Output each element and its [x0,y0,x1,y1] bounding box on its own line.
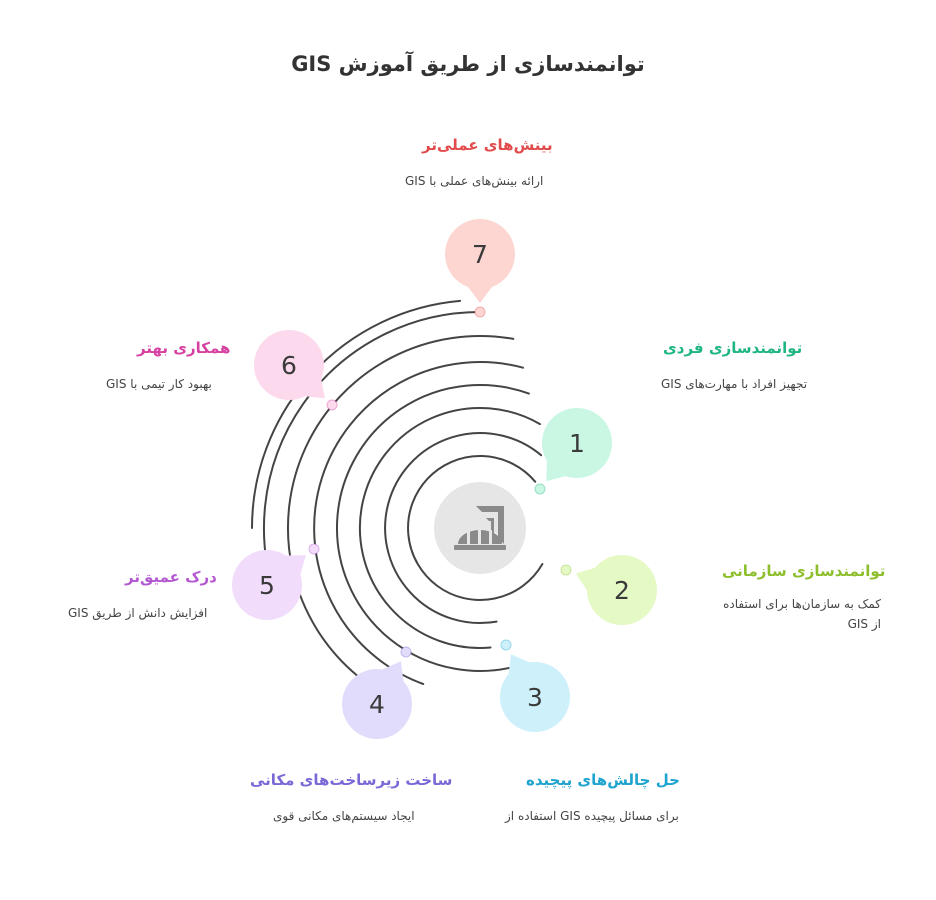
step-7-marker: 7 [445,219,515,303]
step-6-marker-circle [254,330,324,400]
step-1-number: 1 [569,429,585,458]
step-4-connector-dot [400,646,412,658]
step-5-title: درک عمیق‌تر [125,568,217,586]
step-3-number: 3 [527,683,543,712]
step-3-marker-circle [500,662,570,732]
step-6-marker: 6 [254,330,325,400]
step-3-marker-tail [508,654,530,675]
step-2-connector-dot [560,564,572,576]
step-4-marker-circle [342,669,412,739]
spiral-ring-7 [262,311,481,603]
step-4-description: ایجاد سیستم‌های مکانی قوی [273,809,415,823]
step-4-marker-tail [382,661,404,682]
step-3-title: حل چالش‌های پیچیده [526,771,680,789]
step-5-marker-circle [232,550,302,620]
step-2-marker-tail [575,567,596,591]
step-1-description: تجهیز افراد با مهارت‌های GIS [661,377,808,391]
step-1-marker: 1 [542,408,612,482]
step-5-connector-dot [308,543,320,555]
step-6-connector-dot [326,399,338,411]
step-6-number: 6 [281,351,297,380]
step-3-connector-dot [500,639,512,651]
step-5-description: افزایش دانش از طریق GIS [68,606,208,620]
step-1-marker-circle [542,408,612,478]
step-7-marker-circle [445,219,515,289]
step-7-number: 7 [472,240,488,269]
spiral-ring-3 [358,406,541,649]
step-3-marker: 3 [500,654,570,732]
gis-map-drafting-icon [454,506,506,550]
step-2-number: 2 [614,576,630,605]
spiral-ring-2 [384,432,543,625]
step-2-description: کمک به سازمان‌ها برای استفاده از GIS [723,597,881,631]
step-6-title: همکاری بهتر [137,339,231,357]
spiral-ring-1 [407,454,544,601]
step-7-marker-tail [468,286,492,303]
step-4-title: ساخت زیرساخت‌های مکانی [250,771,453,789]
step-7-connector-dot [474,306,486,318]
spiral-ring-4 [336,383,530,672]
step-2-marker-circle [587,555,657,625]
step-2-marker: 2 [575,555,657,625]
step-1-connector-dot [534,483,546,495]
step-3-description: برای مسائل پیچیده GIS استفاده از [505,809,679,823]
step-4-marker: 4 [342,661,412,739]
step-5-marker: 5 [232,550,306,620]
step-4-number: 4 [369,690,385,719]
page-title: توانمندسازی از طریق آموزش GIS [291,52,645,76]
step-1-title: توانمندسازی فردی [663,339,803,357]
step-7-description: ارائه بینش‌های عملی با GIS [405,174,544,188]
step-5-number: 5 [259,571,275,600]
spiral-ring-6 [287,334,515,677]
step-6-description: بهبود کار تیمی با GIS [106,377,212,391]
step-2-title: توانمندسازی سازمانی [722,562,886,580]
spiral-ring-5 [313,361,524,685]
step-7-title: بینش‌های عملی‌تر [422,136,553,154]
center-hub [434,482,526,574]
